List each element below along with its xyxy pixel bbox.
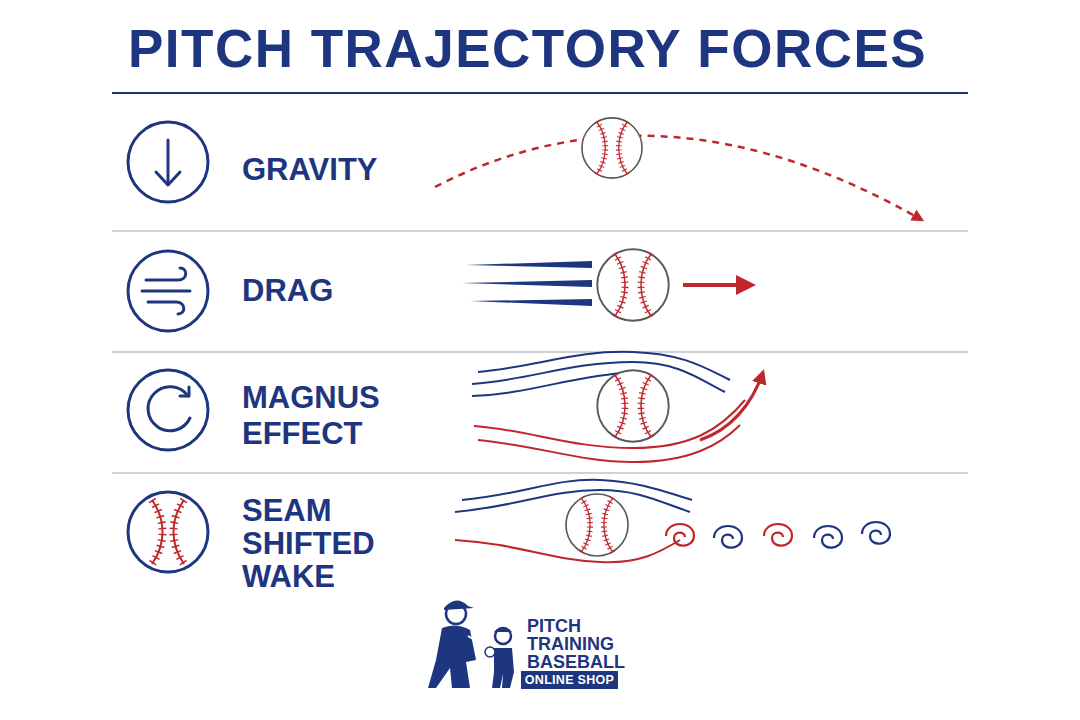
force-label: DRAG — [242, 273, 442, 309]
rotation-arrow — [148, 387, 190, 431]
banner-text: ONLINE SHOP — [525, 673, 614, 687]
force-label: SEAM SHIFTED WAKE — [242, 494, 397, 593]
title: PITCH TRAJECTORY FORCES — [128, 18, 998, 80]
coach-cap — [444, 600, 474, 610]
speed-line — [470, 299, 592, 306]
kid-head — [495, 628, 511, 644]
logo-banner: ONLINE SHOP — [521, 671, 618, 689]
baseball — [566, 494, 628, 556]
row-divider — [112, 351, 968, 352]
kid-cap — [494, 627, 512, 632]
vortex — [862, 522, 890, 544]
force-label: GRAVITY — [242, 152, 442, 188]
streamlines — [455, 480, 692, 562]
vortex — [814, 526, 842, 548]
wind-line — [148, 302, 184, 314]
vortex — [764, 524, 792, 546]
streamline — [462, 480, 692, 500]
icon-seam — [174, 500, 185, 564]
vortex — [714, 526, 742, 548]
baseball — [597, 249, 668, 320]
baseball — [597, 370, 668, 441]
magnus-icon — [128, 370, 208, 450]
lift-arrow — [700, 372, 763, 440]
force-label: MAGNUS EFFECT — [242, 380, 397, 452]
logo-text: PITCH TRAINING BASEBALL — [527, 617, 639, 671]
icon-ring — [128, 122, 208, 202]
coach-arm — [468, 636, 488, 648]
icon-stitches — [152, 500, 163, 564]
streamlines — [472, 352, 745, 462]
wind-line — [142, 290, 190, 293]
icon-ring — [128, 492, 208, 572]
title-rule — [112, 92, 968, 94]
coach-body — [428, 625, 476, 688]
icon-ring — [128, 251, 208, 331]
wind-line — [146, 268, 186, 280]
icon-stitches — [174, 500, 185, 564]
drag-icon — [128, 251, 208, 331]
down-arrow-head — [156, 172, 180, 185]
speed-line — [466, 261, 592, 268]
streamline — [472, 362, 725, 392]
coach-and-kid-logo — [428, 600, 514, 688]
icon-seam — [152, 500, 163, 564]
logo-ball — [485, 647, 495, 657]
baseball — [582, 118, 642, 178]
icon-ring — [128, 370, 208, 450]
rotation-arrow-head — [180, 387, 189, 396]
trajectory-arc — [435, 136, 922, 220]
vortex — [666, 524, 694, 546]
speed-line — [462, 280, 592, 287]
row-divider — [112, 472, 968, 473]
gravity-icon — [128, 122, 208, 202]
row-divider — [112, 230, 968, 231]
streamline — [455, 540, 680, 562]
motion-arrow — [683, 283, 752, 287]
seam-icon — [128, 492, 208, 572]
down-arrow — [167, 140, 170, 184]
